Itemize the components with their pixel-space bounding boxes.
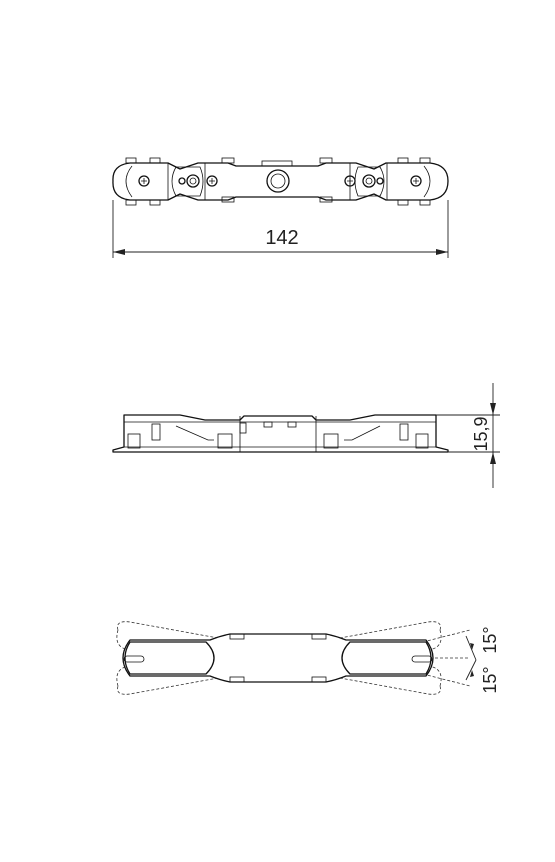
screw-icon (362, 174, 384, 188)
screw-icon (138, 175, 150, 187)
angle-down-label: 15° (480, 666, 500, 693)
top-view: 142 (112, 157, 449, 258)
screw-icon (178, 174, 200, 188)
connector-outline-side (112, 414, 449, 453)
screw-icon (206, 175, 218, 187)
screw-icon (410, 175, 422, 187)
length-dimension: 142 (112, 200, 449, 258)
height-label: 15,9 (471, 416, 491, 451)
angle-up-label: 15° (480, 626, 500, 653)
connector-outline-top (112, 162, 449, 201)
side-view: 15,9 (112, 383, 500, 488)
screw-icon (344, 175, 356, 187)
center-hole-icon (266, 169, 290, 193)
bend-view: 15° 15° (116, 621, 500, 695)
length-label: 142 (265, 227, 298, 249)
connector-outline-bend (122, 633, 434, 683)
height-dimension: 15,9 (436, 383, 500, 488)
